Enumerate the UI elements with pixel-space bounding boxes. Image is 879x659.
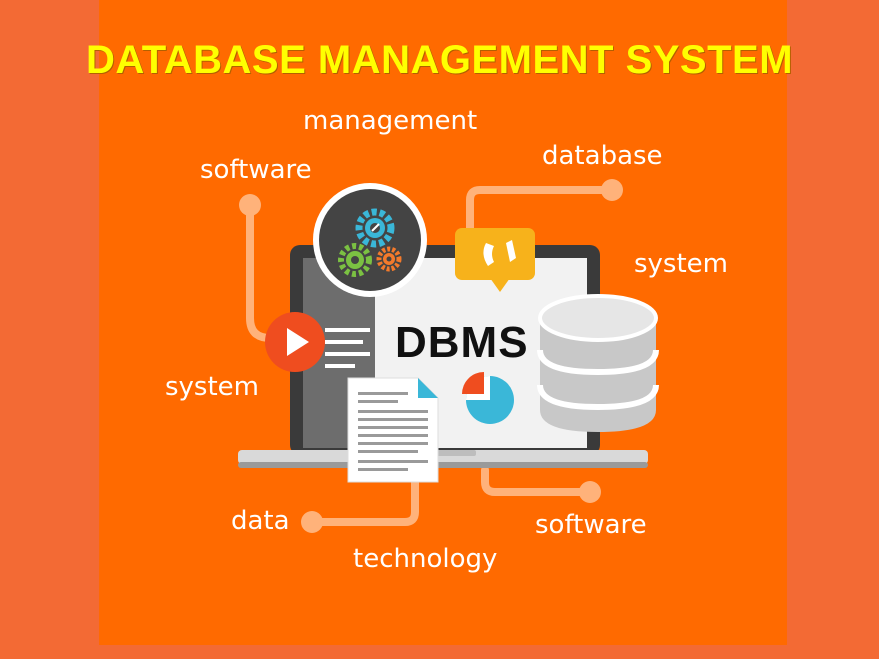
keyword-data: data	[231, 506, 290, 536]
keyword-software-top: software	[200, 155, 312, 185]
chat-bubble-icon	[455, 228, 535, 292]
menu-lines	[325, 328, 370, 368]
connector-dot-software-bottom	[579, 481, 601, 503]
play-icon	[265, 312, 325, 372]
keyword-database: database	[542, 141, 663, 171]
connector-dot-database	[601, 179, 623, 201]
connector-software-bottom	[481, 466, 594, 496]
connector-data	[308, 476, 419, 526]
database-cylinder-icon	[537, 294, 659, 432]
page-title: DATABASE MANAGEMENT SYSTEM	[85, 38, 794, 82]
pie-chart-icon	[462, 372, 514, 424]
gears-icon	[313, 183, 427, 297]
dbms-label: DBMS	[395, 318, 529, 367]
connector-dot-software-top	[239, 194, 261, 216]
document-icon	[347, 377, 439, 483]
connector-database	[466, 186, 616, 234]
keyword-software-bottom: software	[535, 510, 647, 540]
keyword-system-right: system	[634, 249, 728, 279]
keyword-technology: technology	[353, 544, 498, 574]
keyword-system-left: system	[165, 372, 259, 402]
keyword-management: management	[303, 106, 478, 136]
connector-software-top	[246, 201, 274, 342]
connector-dot-data	[301, 511, 323, 533]
